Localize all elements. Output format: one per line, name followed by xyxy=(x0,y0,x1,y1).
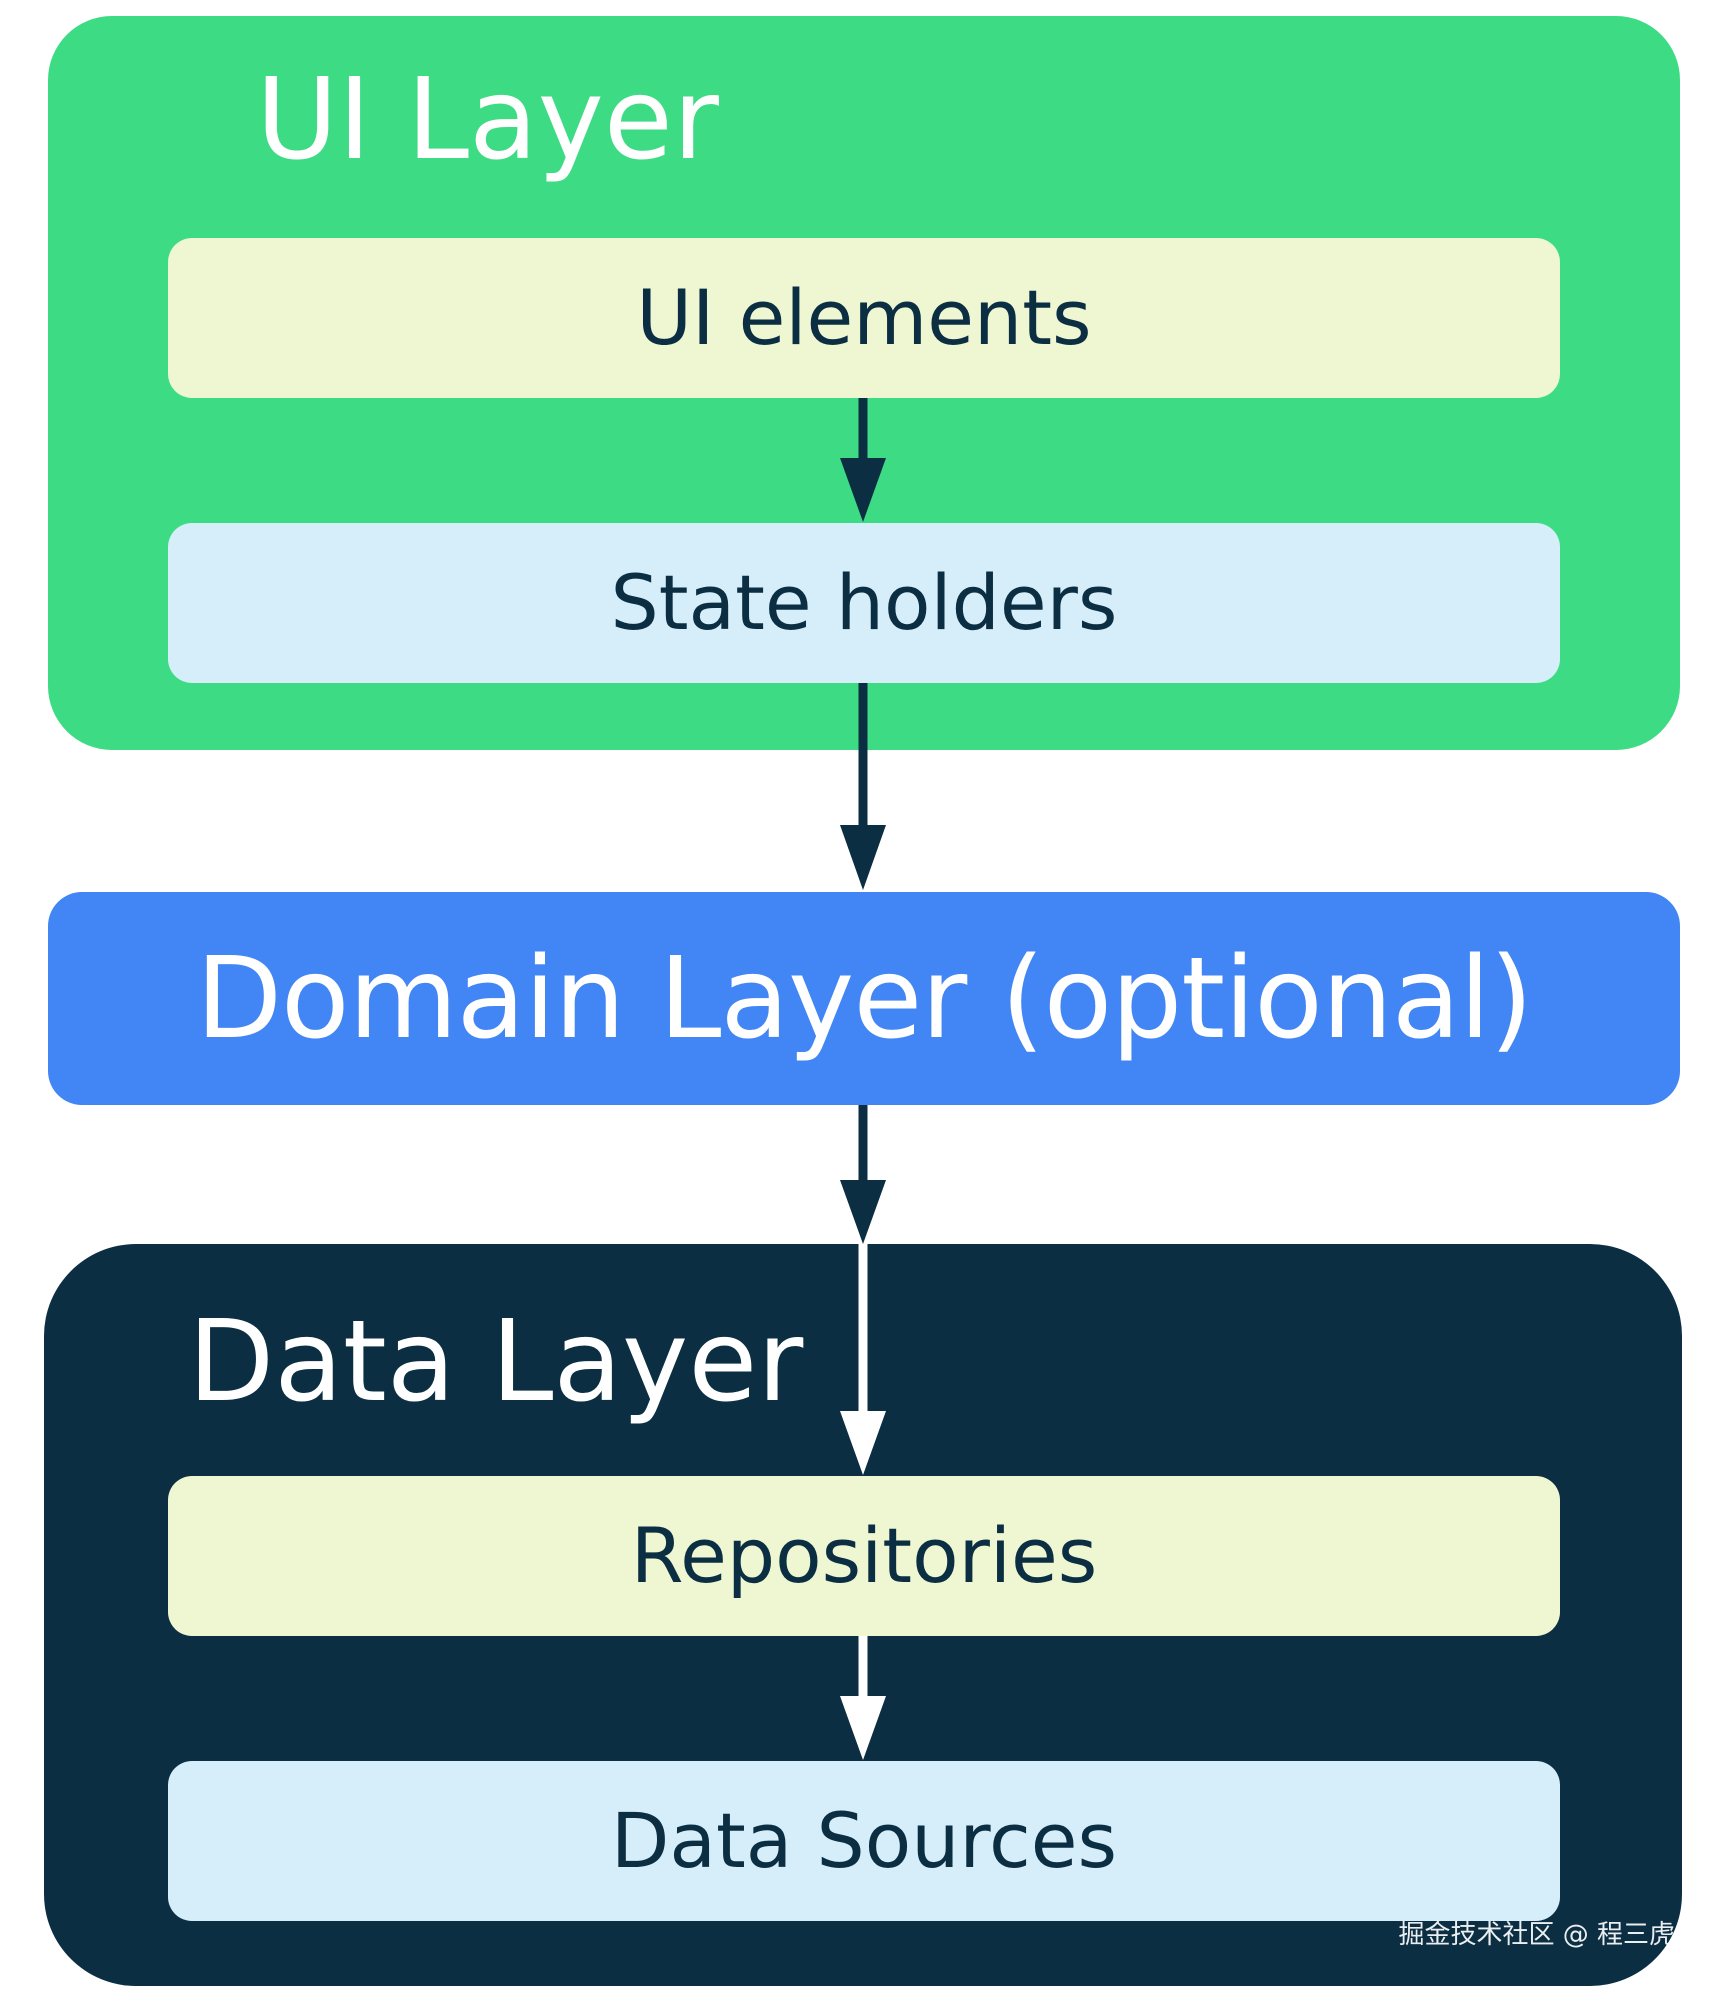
domain-layer: Domain Layer (optional) xyxy=(48,892,1680,1105)
repositories-box: Repositories xyxy=(168,1476,1560,1636)
ui-layer-title: UI Layer xyxy=(256,55,719,185)
arrow-domain-layer-to-data-layer xyxy=(840,1105,886,1244)
repositories-label: Repositories xyxy=(630,1511,1098,1600)
ui-elements-box: UI elements xyxy=(168,238,1560,398)
watermark-text: 掘金技术社区 @ 程三虎 xyxy=(1398,1920,1675,1950)
state-holders-label: State holders xyxy=(610,558,1118,647)
data-layer-title: Data Layer xyxy=(188,1297,804,1427)
domain-layer-title: Domain Layer (optional) xyxy=(195,933,1533,1064)
ui-elements-label: UI elements xyxy=(636,273,1092,362)
data-sources-box: Data Sources xyxy=(168,1761,1560,1921)
data-sources-label: Data Sources xyxy=(610,1796,1118,1885)
state-holders-box: State holders xyxy=(168,523,1560,683)
